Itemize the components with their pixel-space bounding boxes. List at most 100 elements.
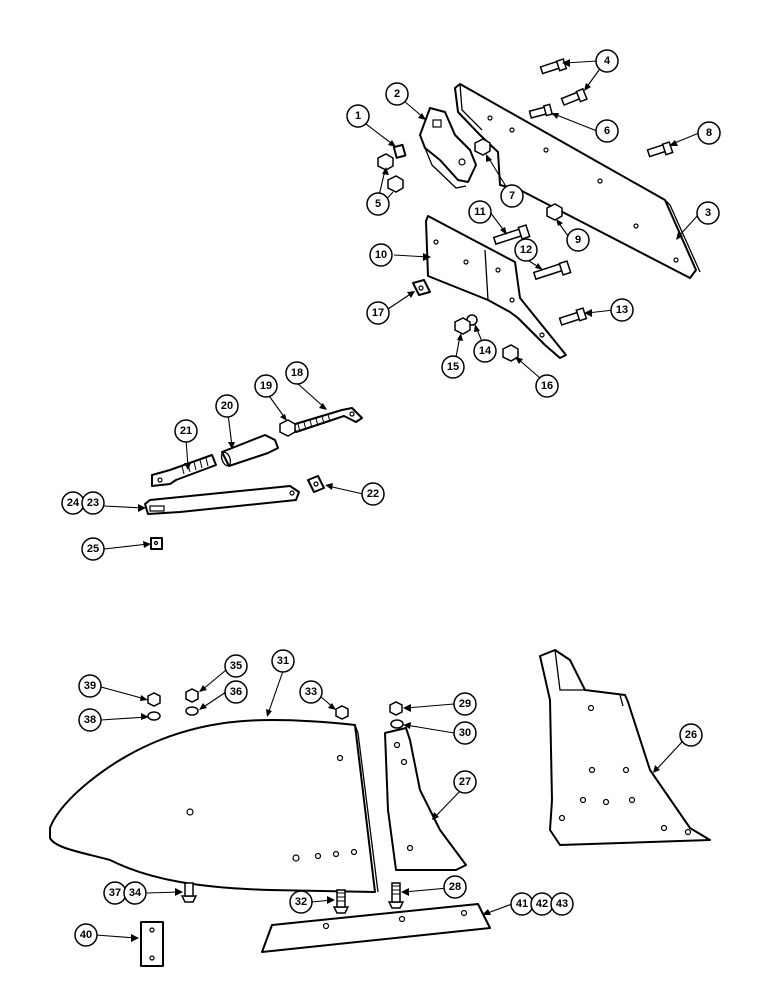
- plow-bolt-32: [332, 889, 350, 914]
- callout-28[interactable]: 28: [443, 875, 467, 899]
- callout-22[interactable]: 22: [361, 482, 385, 506]
- bolt-6: [528, 103, 554, 119]
- callout-27[interactable]: 27: [453, 770, 477, 794]
- callout-17[interactable]: 17: [366, 301, 390, 325]
- shin: [384, 727, 467, 871]
- turnbuckle-20: [220, 434, 279, 467]
- svg-text:33: 33: [305, 686, 317, 698]
- callout-10[interactable]: 10: [369, 243, 393, 267]
- callout-19[interactable]: 19: [254, 374, 278, 398]
- landside-bar: [454, 83, 701, 279]
- callout-42[interactable]: 42: [530, 892, 554, 916]
- svg-text:20: 20: [221, 400, 233, 412]
- callout-15[interactable]: 15: [441, 355, 465, 379]
- svg-text:40: 40: [80, 929, 92, 941]
- callout-39[interactable]: 39: [78, 674, 102, 698]
- bolt-8: [646, 141, 674, 158]
- svg-text:31: 31: [277, 655, 289, 667]
- svg-text:27: 27: [459, 776, 471, 788]
- svg-text:23: 23: [87, 497, 99, 509]
- callout-4[interactable]: 4: [595, 49, 619, 73]
- svg-text:34: 34: [129, 887, 142, 899]
- callout-26[interactable]: 26: [679, 723, 703, 747]
- leader-lines: [95, 59, 700, 942]
- callout-2[interactable]: 2: [385, 82, 409, 106]
- callout-25[interactable]: 25: [81, 537, 105, 561]
- nut-7: [474, 138, 491, 156]
- svg-text:30: 30: [459, 727, 471, 739]
- callout-7[interactable]: 7: [500, 184, 524, 208]
- nut-19: [279, 419, 296, 437]
- callout-30[interactable]: 30: [453, 721, 477, 745]
- callout-38[interactable]: 38: [78, 708, 102, 732]
- brace-bar-23: [144, 485, 300, 515]
- plow-bolt-34: [180, 882, 198, 903]
- callout-6[interactable]: 6: [595, 119, 619, 143]
- bolt-11: [492, 224, 531, 246]
- callout-12[interactable]: 12: [514, 238, 538, 262]
- callout-1[interactable]: 1: [346, 104, 370, 128]
- bolt-13: [558, 307, 588, 326]
- washer-30: [390, 719, 404, 729]
- share: [261, 903, 491, 953]
- callout-33[interactable]: 33: [299, 680, 323, 704]
- callout-40[interactable]: 40: [74, 923, 98, 947]
- callout-31[interactable]: 31: [271, 649, 295, 673]
- callout-43[interactable]: 43: [550, 892, 574, 916]
- svg-text:7: 7: [509, 190, 515, 202]
- callout-11[interactable]: 11: [468, 200, 492, 224]
- svg-text:18: 18: [291, 367, 303, 379]
- nut-15: [454, 317, 471, 335]
- callout-34[interactable]: 34: [123, 881, 147, 905]
- svg-text:35: 35: [230, 660, 242, 672]
- nut-29: [389, 701, 403, 716]
- bolt-4a: [539, 58, 568, 75]
- callout-18[interactable]: 18: [285, 361, 309, 385]
- svg-text:17: 17: [372, 307, 384, 319]
- callout-13[interactable]: 13: [610, 298, 634, 322]
- callout-23[interactable]: 23: [81, 491, 105, 515]
- frog-plate: [425, 215, 567, 359]
- svg-text:15: 15: [447, 361, 459, 373]
- nut-16: [502, 344, 519, 362]
- svg-text:4: 4: [604, 55, 611, 67]
- svg-text:38: 38: [84, 714, 96, 726]
- callout-9[interactable]: 9: [566, 228, 590, 252]
- svg-text:6: 6: [604, 125, 610, 137]
- moldboard: [49, 719, 379, 893]
- threaded-end-21: [151, 454, 217, 487]
- callout-14[interactable]: 14: [473, 339, 497, 363]
- callout-8[interactable]: 8: [697, 121, 721, 145]
- plow-bolt-28: [387, 882, 405, 909]
- svg-text:11: 11: [474, 206, 486, 218]
- callout-16[interactable]: 16: [535, 374, 559, 398]
- square-washer: [412, 279, 431, 296]
- callout-37[interactable]: 37: [103, 881, 127, 905]
- callout-20[interactable]: 20: [215, 394, 239, 418]
- clip-22: [307, 475, 325, 493]
- callout-32[interactable]: 32: [289, 890, 313, 914]
- svg-text:5: 5: [375, 198, 381, 210]
- callout-5[interactable]: 5: [366, 192, 390, 216]
- svg-text:14: 14: [479, 345, 492, 357]
- svg-text:39: 39: [84, 680, 96, 692]
- callout-24[interactable]: 24: [61, 491, 85, 515]
- bolt-12: [532, 260, 572, 281]
- callout-21[interactable]: 21: [174, 419, 198, 443]
- svg-text:10: 10: [375, 249, 387, 261]
- callout-41[interactable]: 41: [510, 892, 534, 916]
- svg-text:13: 13: [616, 304, 628, 316]
- nut-9: [546, 203, 563, 221]
- callout-36[interactable]: 36: [224, 680, 248, 704]
- svg-text:12: 12: [520, 244, 532, 256]
- callout-35[interactable]: 35: [224, 654, 248, 678]
- svg-text:22: 22: [367, 488, 379, 500]
- nut-39: [147, 692, 161, 707]
- svg-text:41: 41: [516, 898, 528, 910]
- svg-text:37: 37: [109, 887, 121, 899]
- callout-3[interactable]: 3: [696, 201, 720, 225]
- svg-text:9: 9: [575, 234, 581, 246]
- svg-text:29: 29: [459, 698, 471, 710]
- callout-29[interactable]: 29: [453, 692, 477, 716]
